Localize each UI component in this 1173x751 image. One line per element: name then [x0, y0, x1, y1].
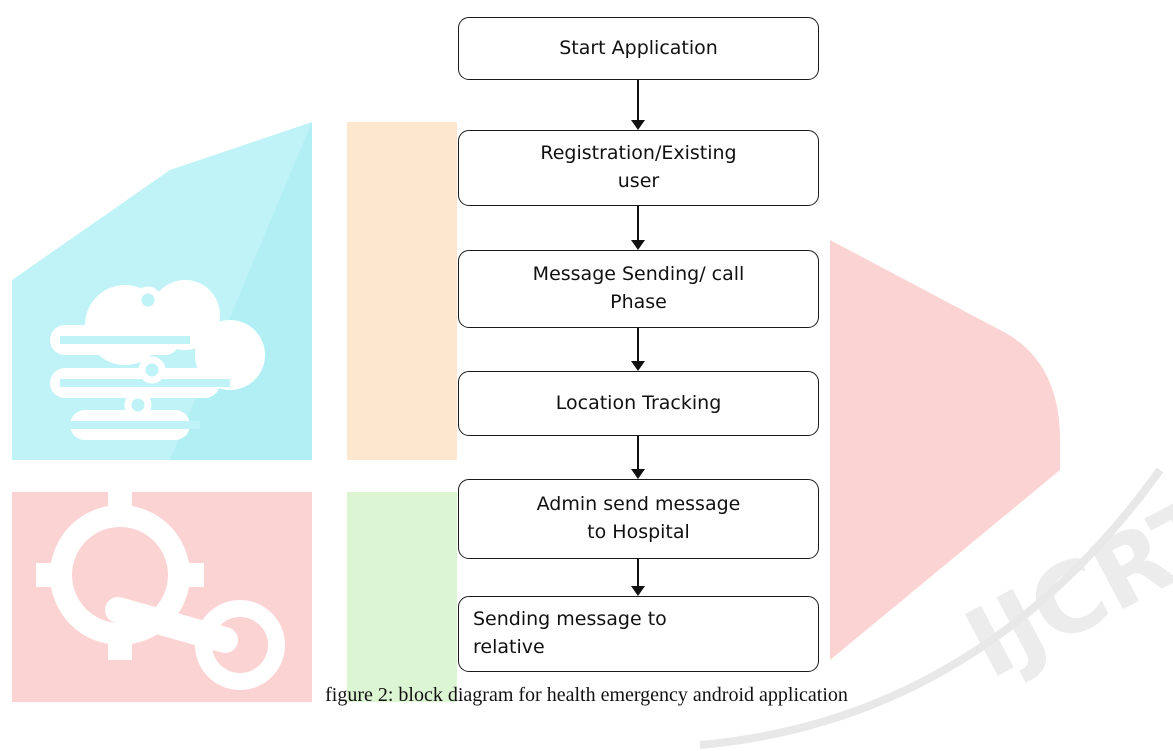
step-label: Registration/Existing user [540, 142, 737, 192]
step-label: Sending message to relative [473, 608, 667, 658]
arrow-2 [631, 206, 645, 250]
step-start-application: Start Application [458, 17, 819, 80]
gears-icon [12, 490, 312, 702]
step-sending-to-relative: Sending message to relative [458, 596, 819, 672]
step-label: Message Sending/ call Phase [532, 263, 745, 313]
step-label: Admin send message to Hospital [536, 493, 741, 543]
cloud-circuit-icon [12, 122, 312, 460]
arrow-3 [631, 328, 645, 371]
step-label: Start Application [559, 36, 718, 59]
step-message-sending: Message Sending/ call Phase [458, 250, 819, 328]
figure-caption: figure 2: block diagram for health emerg… [325, 684, 848, 706]
arrow-4 [631, 436, 645, 479]
arrow-1 [631, 80, 645, 130]
step-location-tracking: Location Tracking [458, 371, 819, 436]
arrow-5 [631, 559, 645, 596]
step-admin-send-message: Admin send message to Hospital [458, 479, 819, 559]
step-registration: Registration/Existing user [458, 130, 819, 206]
step-label: Location Tracking [555, 391, 722, 414]
